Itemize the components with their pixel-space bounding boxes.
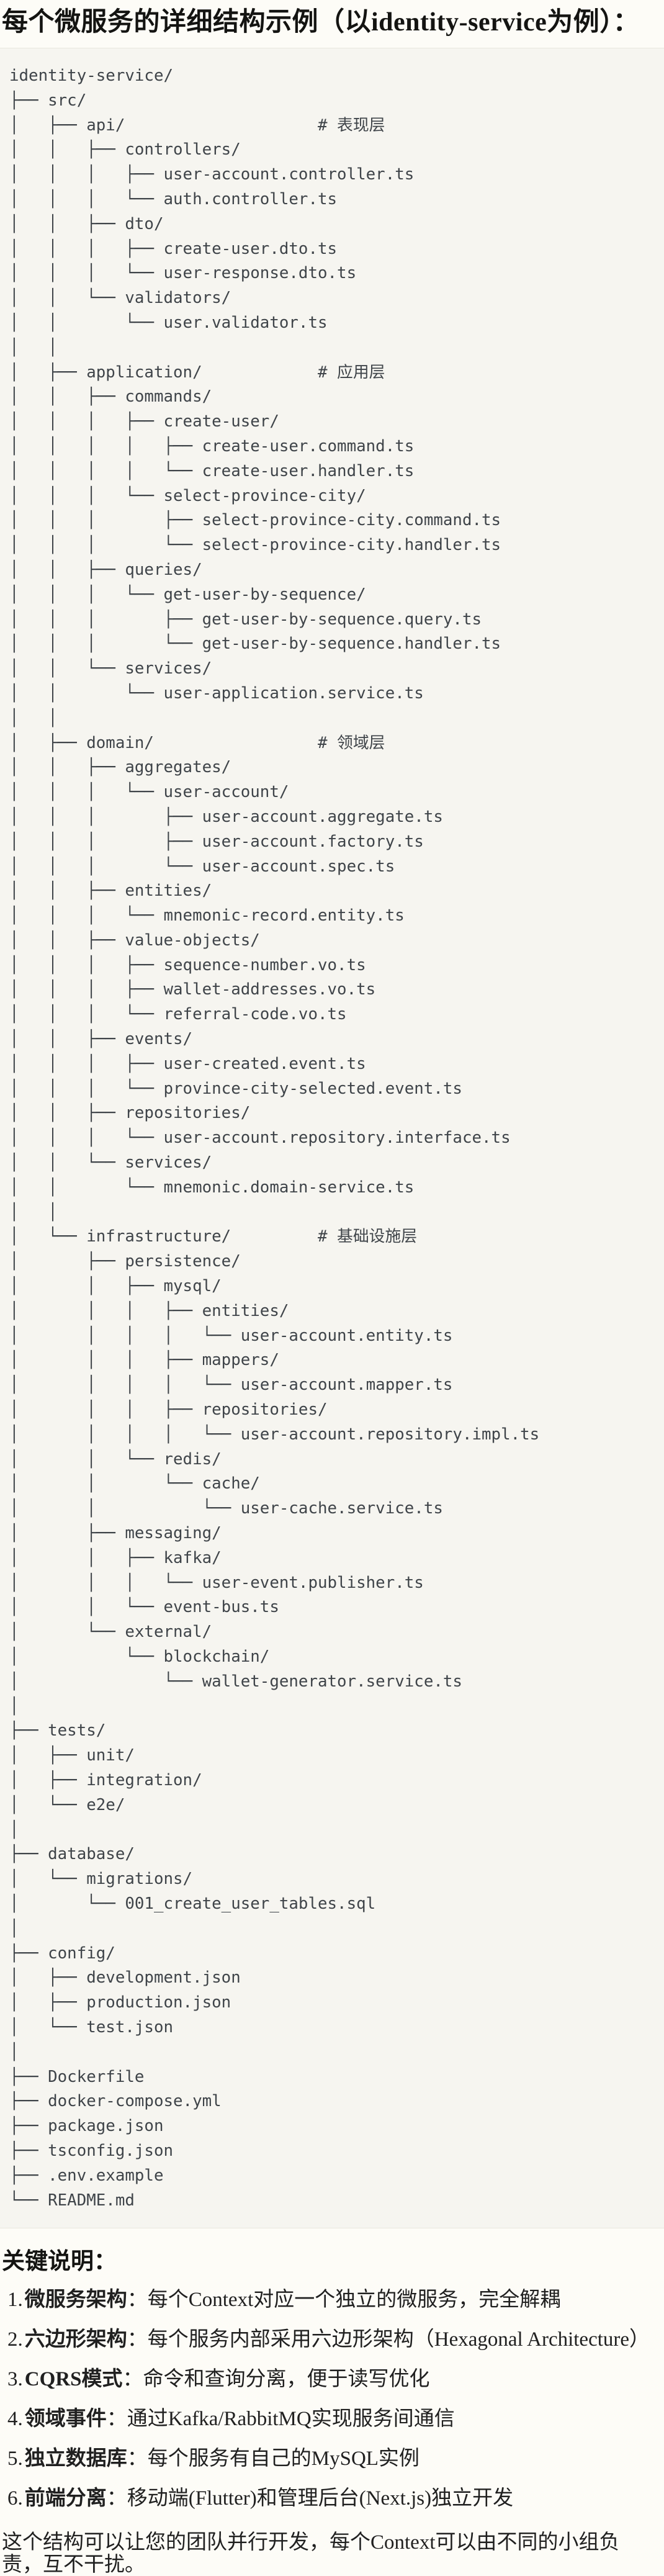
note-item: 2.六边形架构：每个服务内部采用六边形架构（Hexagonal Architec…: [7, 2329, 658, 2350]
note-item: 5.独立数据库：每个服务有自己的MySQL实例: [7, 2448, 658, 2469]
note-number: 1.: [7, 2289, 23, 2312]
note-colon: ：: [127, 2448, 148, 2470]
note-colon: ：: [106, 2408, 127, 2431]
note-text: 每个Context对应一个独立的微服务，完全解耦: [147, 2289, 561, 2312]
note-colon: ：: [127, 2289, 148, 2312]
note-text: 通过Kafka/RabbitMQ实现服务间通信: [127, 2408, 455, 2431]
notes-heading: 关键说明：: [2, 2249, 117, 2275]
note-number: 6.: [7, 2487, 23, 2510]
note-text: 移动端(Flutter)和管理后台(Next.js)独立开发: [127, 2487, 514, 2510]
note-item: 1.微服务架构：每个Context对应一个独立的微服务，完全解耦: [7, 2289, 658, 2310]
note-item: 6.前端分离：移动端(Flutter)和管理后台(Next.js)独立开发: [7, 2488, 658, 2509]
closing-paragraph: 这个结构可以让您的团队并行开发，每个Context可以由不同的小组负责，互不干扰…: [2, 2531, 620, 2576]
key-notes-section: 关键说明： 1.微服务架构：每个Context对应一个独立的微服务，完全解耦 2…: [0, 2249, 664, 2576]
note-label: 领域事件: [24, 2408, 107, 2431]
document-header: 每个微服务的详细结构示例（以identity-service为例）：: [0, 0, 664, 37]
note-number: 3.: [7, 2368, 23, 2391]
note-label: CQRS模式: [24, 2368, 123, 2391]
note-text: 每个服务有自己的MySQL实例: [147, 2448, 419, 2470]
note-colon: ：: [106, 2487, 127, 2510]
note-colon: ：: [122, 2368, 143, 2391]
note-label: 微服务架构: [24, 2289, 127, 2312]
note-item: 3.CQRS模式：命令和查询分离，便于读写优化: [7, 2369, 658, 2390]
page-title: 每个微服务的详细结构示例（以identity-service为例）：: [2, 8, 640, 37]
note-number: 2.: [7, 2328, 23, 2351]
note-label: 前端分离: [24, 2487, 107, 2510]
notes-list: 1.微服务架构：每个Context对应一个独立的微服务，完全解耦 2.六边形架构…: [2, 2289, 658, 2509]
note-label: 六边形架构: [24, 2328, 127, 2351]
note-text: 命令和查询分离，便于读写优化: [143, 2368, 430, 2391]
note-number: 5.: [7, 2448, 23, 2470]
note-item: 4.领域事件：通过Kafka/RabbitMQ实现服务间通信: [7, 2408, 658, 2430]
directory-tree-code-block: identity-service/ ├── src/ │ ├── api/ # …: [0, 48, 664, 2229]
note-label: 独立数据库: [24, 2448, 127, 2470]
note-colon: ：: [127, 2328, 148, 2351]
note-number: 4.: [7, 2408, 23, 2431]
note-text: 每个服务内部采用六边形架构（Hexagonal Architecture）: [147, 2328, 650, 2351]
